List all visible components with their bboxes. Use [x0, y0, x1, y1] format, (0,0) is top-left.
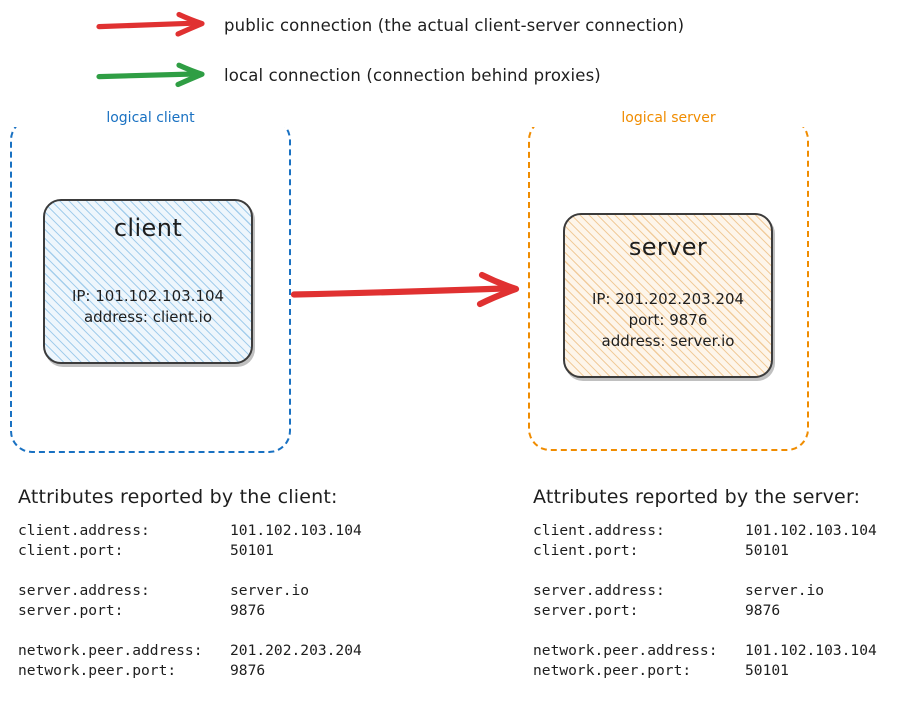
public-connection-arrow-icon — [290, 271, 520, 308]
logical-server-label: logical server — [530, 109, 807, 127]
attribute-row: client.port: 50101 — [18, 541, 362, 561]
legend-label-local-connection: local connection (connection behind prox… — [224, 65, 601, 85]
client-node-properties: IP: 101.102.103.104 address: client.io — [71, 287, 225, 326]
red-arrow-icon — [96, 11, 205, 37]
server-attributes-body: client.address: 101.102.103.104 client.por… — [533, 521, 877, 681]
attribute-key: client.port: — [18, 542, 124, 559]
attribute-row: network.peer.port: 50101 — [533, 661, 877, 681]
server-node: server IP: 201.202.203.204 port: 9876 ad… — [563, 213, 773, 378]
attr-group-spacer-cell — [533, 621, 877, 641]
attr-group-spacer — [533, 621, 877, 641]
server-node-properties: IP: 201.202.203.204 port: 9876 address: … — [591, 290, 745, 350]
legend-item-local-connection: local connection (connection behind prox… — [96, 58, 601, 92]
attribute-row: server.port: 9876 — [533, 601, 877, 621]
server-attributes-heading: Attributes reported by the server: — [533, 486, 861, 508]
server-attributes-panel: Attributes reported by the server: clien… — [533, 486, 877, 681]
attribute-value: 9876 — [230, 602, 266, 619]
attribute-row: server.address: server.io — [18, 581, 362, 601]
attribute-row: network.peer.address: 201.202.203.204 — [18, 641, 362, 661]
attribute-value: 9876 — [230, 662, 266, 679]
attribute-value: 201.202.203.204 — [230, 642, 362, 659]
attribute-key: client.address: — [18, 522, 150, 539]
attribute-value: 50101 — [745, 542, 789, 559]
client-attributes-panel: Attributes reported by the client: clien… — [18, 486, 362, 681]
attribute-row: network.peer.address: 101.102.103.104 — [533, 641, 877, 661]
attribute-key: network.peer.port: — [533, 662, 692, 679]
attribute-value: 101.102.103.104 — [745, 642, 877, 659]
attribute-key: server.port: — [533, 602, 639, 619]
attribute-key: server.address: — [533, 582, 665, 599]
attribute-row: server.port: 9876 — [18, 601, 362, 621]
attribute-key: network.peer.address: — [533, 642, 718, 659]
attribute-row: client.address: 101.102.103.104 — [533, 521, 877, 541]
attribute-key: server.address: — [18, 582, 150, 599]
logical-client-label: logical client — [12, 109, 289, 127]
attribute-value: 9876 — [745, 602, 781, 619]
attribute-key: client.address: — [533, 522, 665, 539]
attribute-row: server.address: server.io — [533, 581, 877, 601]
attribute-key: network.peer.port: — [18, 662, 177, 679]
client-attributes-body: client.address: 101.102.103.104 client.por… — [18, 521, 362, 681]
attribute-key: server.port: — [18, 602, 124, 619]
server-node-title: server — [628, 233, 708, 261]
client-node: client IP: 101.102.103.104 address: clie… — [43, 199, 253, 364]
attr-group-spacer-cell — [533, 561, 877, 581]
logical-client-container: logical client — [10, 109, 291, 453]
attribute-value: server.io — [230, 582, 310, 599]
attribute-row: client.port: 50101 — [533, 541, 877, 561]
client-attributes-heading: Attributes reported by the client: — [18, 486, 338, 508]
attribute-value: 50101 — [745, 662, 789, 679]
attr-group-spacer-cell — [18, 561, 362, 581]
server-attributes-table: client.address: 101.102.103.104 client.por… — [533, 521, 877, 681]
attribute-row: client.address: 101.102.103.104 — [18, 521, 362, 541]
green-arrow-icon — [96, 62, 205, 88]
attribute-value: 101.102.103.104 — [230, 522, 362, 539]
legend-label-public-connection: public connection (the actual client-ser… — [224, 15, 685, 35]
logical-server-container: logical server — [528, 109, 809, 451]
attribute-row: network.peer.port: 9876 — [18, 661, 362, 681]
attr-group-spacer-cell — [18, 621, 362, 641]
attribute-key: network.peer.address: — [18, 642, 203, 659]
attr-group-spacer — [533, 561, 877, 581]
attribute-value: 101.102.103.104 — [745, 522, 877, 539]
attr-group-spacer — [18, 621, 362, 641]
attribute-value: server.io — [745, 582, 825, 599]
client-attributes-table: client.address: 101.102.103.104 client.por… — [18, 521, 362, 681]
attribute-value: 50101 — [230, 542, 274, 559]
legend-item-public-connection: public connection (the actual client-ser… — [96, 8, 684, 42]
attribute-key: client.port: — [533, 542, 639, 559]
attr-group-spacer — [18, 561, 362, 581]
client-node-title: client — [113, 214, 183, 242]
